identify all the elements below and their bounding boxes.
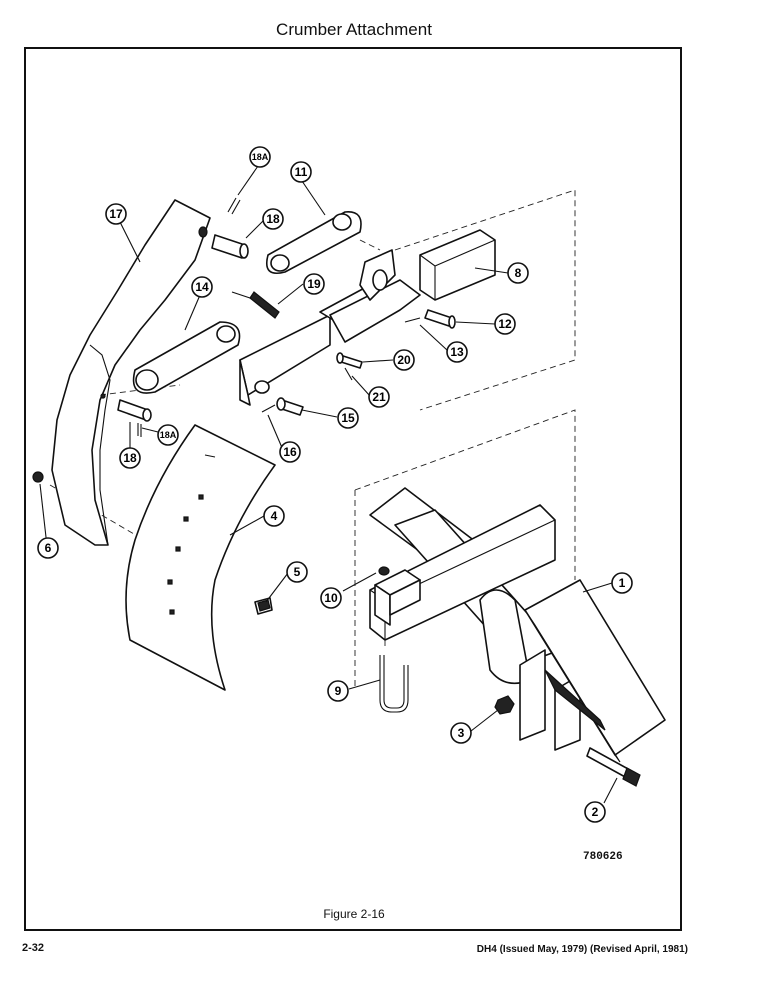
document-info: DH4 (Issued May, 1979) (Revised April, 1… <box>476 944 688 955</box>
callout-15: 15 <box>337 407 359 429</box>
cotter-pin-13 <box>404 317 421 323</box>
svg-text:1: 1 <box>619 576 626 590</box>
callout-5: 5 <box>286 561 308 583</box>
svg-text:19: 19 <box>307 277 321 291</box>
callout-17: 17 <box>105 203 127 225</box>
spring-19 <box>231 291 280 319</box>
u-bolt-9 <box>379 655 409 713</box>
callout-13: 13 <box>446 341 468 363</box>
diagram-frame <box>24 47 682 931</box>
bracket-10 <box>374 566 421 626</box>
svg-text:3: 3 <box>458 726 465 740</box>
pin-12 <box>424 309 456 329</box>
blade-4 <box>125 424 276 691</box>
curved-arm-17 <box>51 199 211 546</box>
callout-2: 2 <box>584 801 606 823</box>
svg-text:20: 20 <box>397 353 411 367</box>
leader-lines <box>39 165 618 804</box>
bolt-5 <box>254 597 273 615</box>
page-number: 2-32 <box>22 942 45 954</box>
svg-text:2: 2 <box>592 805 599 819</box>
svg-text:5: 5 <box>294 565 301 579</box>
svg-text:6: 6 <box>45 541 52 555</box>
svg-text:11: 11 <box>295 165 308 179</box>
callout-14: 14 <box>191 276 213 298</box>
bolt-2 <box>586 747 641 787</box>
square-tube-8 <box>419 229 496 301</box>
pin-18-top <box>211 234 249 259</box>
svg-text:10: 10 <box>324 591 338 605</box>
pin-15 <box>276 397 304 416</box>
callout-12: 12 <box>494 313 516 335</box>
link-11 <box>266 211 362 274</box>
svg-text:15: 15 <box>341 411 355 425</box>
plate-1 <box>524 579 666 763</box>
cotter-pin-21 <box>344 367 353 381</box>
callout-18-bottom: 18 <box>119 447 141 469</box>
callout-8: 8 <box>507 262 529 284</box>
svg-text:14: 14 <box>195 280 209 294</box>
callout-10: 10 <box>320 587 342 609</box>
callout-20: 20 <box>393 349 415 371</box>
figure-caption: Figure 2-16 <box>323 907 385 921</box>
callout-1: 1 <box>611 572 633 594</box>
nut-6 <box>32 471 44 483</box>
drawbar <box>239 249 421 406</box>
page-title: Crumber Attachment <box>276 20 432 39</box>
callout-18-top: 18 <box>262 208 284 230</box>
cotter-pin-16 <box>261 404 276 413</box>
svg-text:18A: 18A <box>160 430 177 440</box>
svg-text:9: 9 <box>335 684 342 698</box>
pin-20 <box>336 352 363 369</box>
cotter-pin-18A-bottom <box>137 423 142 437</box>
callout-19: 19 <box>303 273 325 295</box>
svg-text:18: 18 <box>266 212 280 226</box>
callout-16: 16 <box>279 441 301 463</box>
cotter-pin-18A-top <box>227 197 241 215</box>
svg-text:4: 4 <box>271 509 278 523</box>
callout-18A-bottom: 18A <box>157 424 179 446</box>
svg-text:8: 8 <box>515 266 522 280</box>
svg-text:18A: 18A <box>252 152 269 162</box>
callout-11: 11 <box>290 161 312 183</box>
callout-21: 21 <box>368 386 390 408</box>
callout-3: 3 <box>450 722 472 744</box>
callout-4: 4 <box>263 505 285 527</box>
svg-text:12: 12 <box>498 317 512 331</box>
link-14 <box>132 321 241 394</box>
svg-text:13: 13 <box>450 345 464 359</box>
svg-text:16: 16 <box>283 445 297 459</box>
nut-3 <box>494 695 515 715</box>
pin-18-bottom <box>117 399 152 422</box>
drawing-reference-code: 780626 <box>583 851 623 863</box>
callout-9: 9 <box>327 680 349 702</box>
callout-18A-top: 18A <box>249 146 271 168</box>
svg-text:21: 21 <box>372 390 386 404</box>
svg-text:18: 18 <box>123 451 137 465</box>
svg-text:17: 17 <box>109 207 123 221</box>
callout-6: 6 <box>37 537 59 559</box>
